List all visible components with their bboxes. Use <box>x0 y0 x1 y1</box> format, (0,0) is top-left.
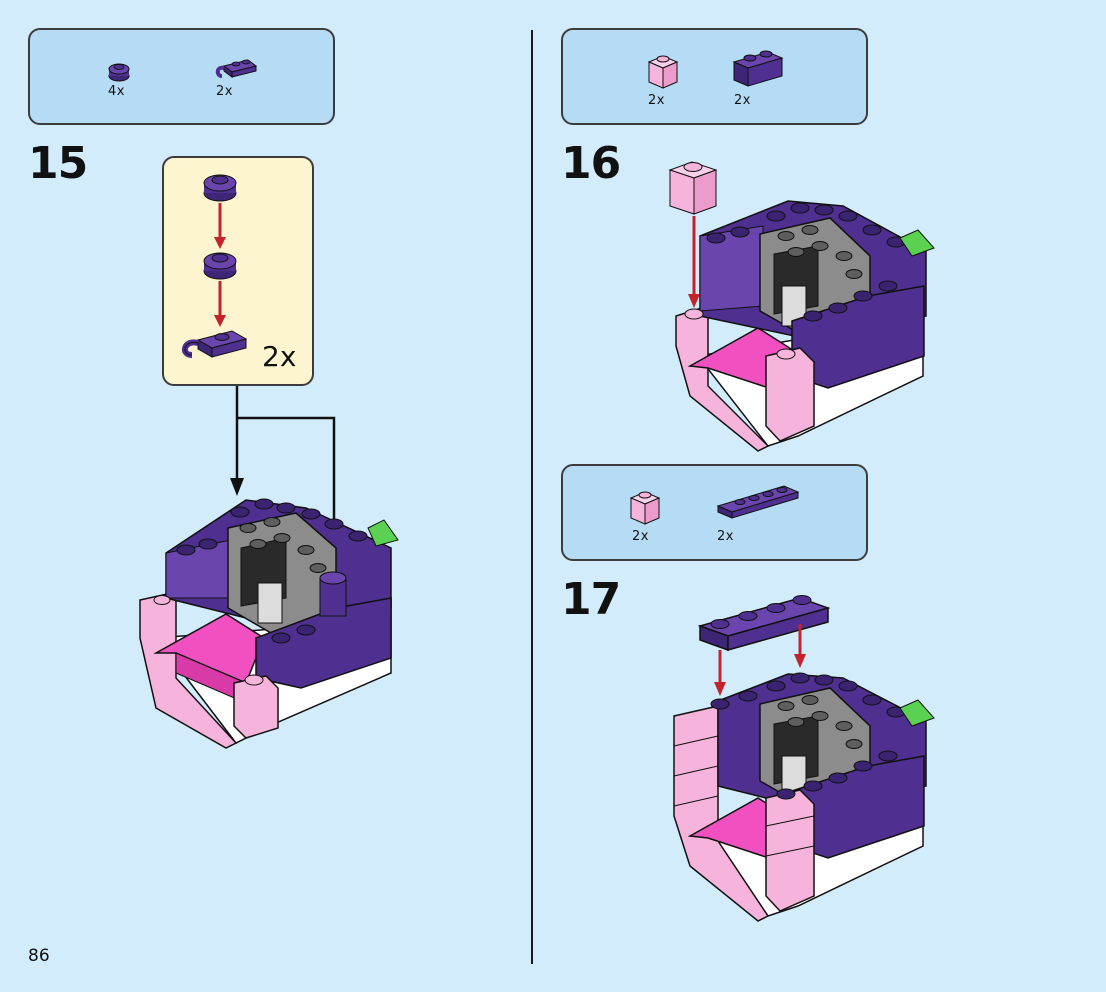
column-divider <box>531 30 533 964</box>
brick-1x1-pink-icon <box>647 55 679 89</box>
subassembly-diagram <box>181 174 248 358</box>
step-15-callout-qty: 2x <box>262 340 297 373</box>
step-16-part-1-qty: 2x <box>648 93 665 108</box>
step-16-model-illustration <box>668 161 935 452</box>
step-15-number: 15 <box>28 138 88 189</box>
brick-1x1-pink-icon-2 <box>629 491 661 525</box>
step-15-part-2-qty: 2x <box>216 84 233 99</box>
brick-1x2-dark-purple-icon <box>732 50 784 87</box>
step-17-number: 17 <box>561 574 621 625</box>
step-17-part-2-qty: 2x <box>717 529 734 544</box>
step-16-number: 16 <box>561 138 621 189</box>
step-15-model-illustration <box>139 498 399 749</box>
round-plate-top-icon <box>203 174 237 202</box>
plate-1x4-dark-purple-icon <box>716 485 800 519</box>
page-number: 86 <box>28 946 50 966</box>
round-plate-middle-icon <box>203 252 237 280</box>
brick-1x1-pink-falling-icon <box>668 161 718 215</box>
step-15-parts-box <box>28 28 335 125</box>
step-17-parts-box <box>561 464 868 561</box>
step-16-parts-box <box>561 28 868 125</box>
plate-with-clip-icon <box>181 330 248 358</box>
plate-with-clip-dark-purple-icon <box>215 59 258 78</box>
step-15-part-1-qty: 4x <box>108 84 125 99</box>
step-17-model-illustration <box>673 595 935 922</box>
step-16-part-2-qty: 2x <box>734 93 751 108</box>
round-plate-1x1-dark-purple-icon <box>108 63 130 82</box>
step-17-part-1-qty: 2x <box>632 529 649 544</box>
plate-1x4-falling-icon <box>697 595 831 652</box>
